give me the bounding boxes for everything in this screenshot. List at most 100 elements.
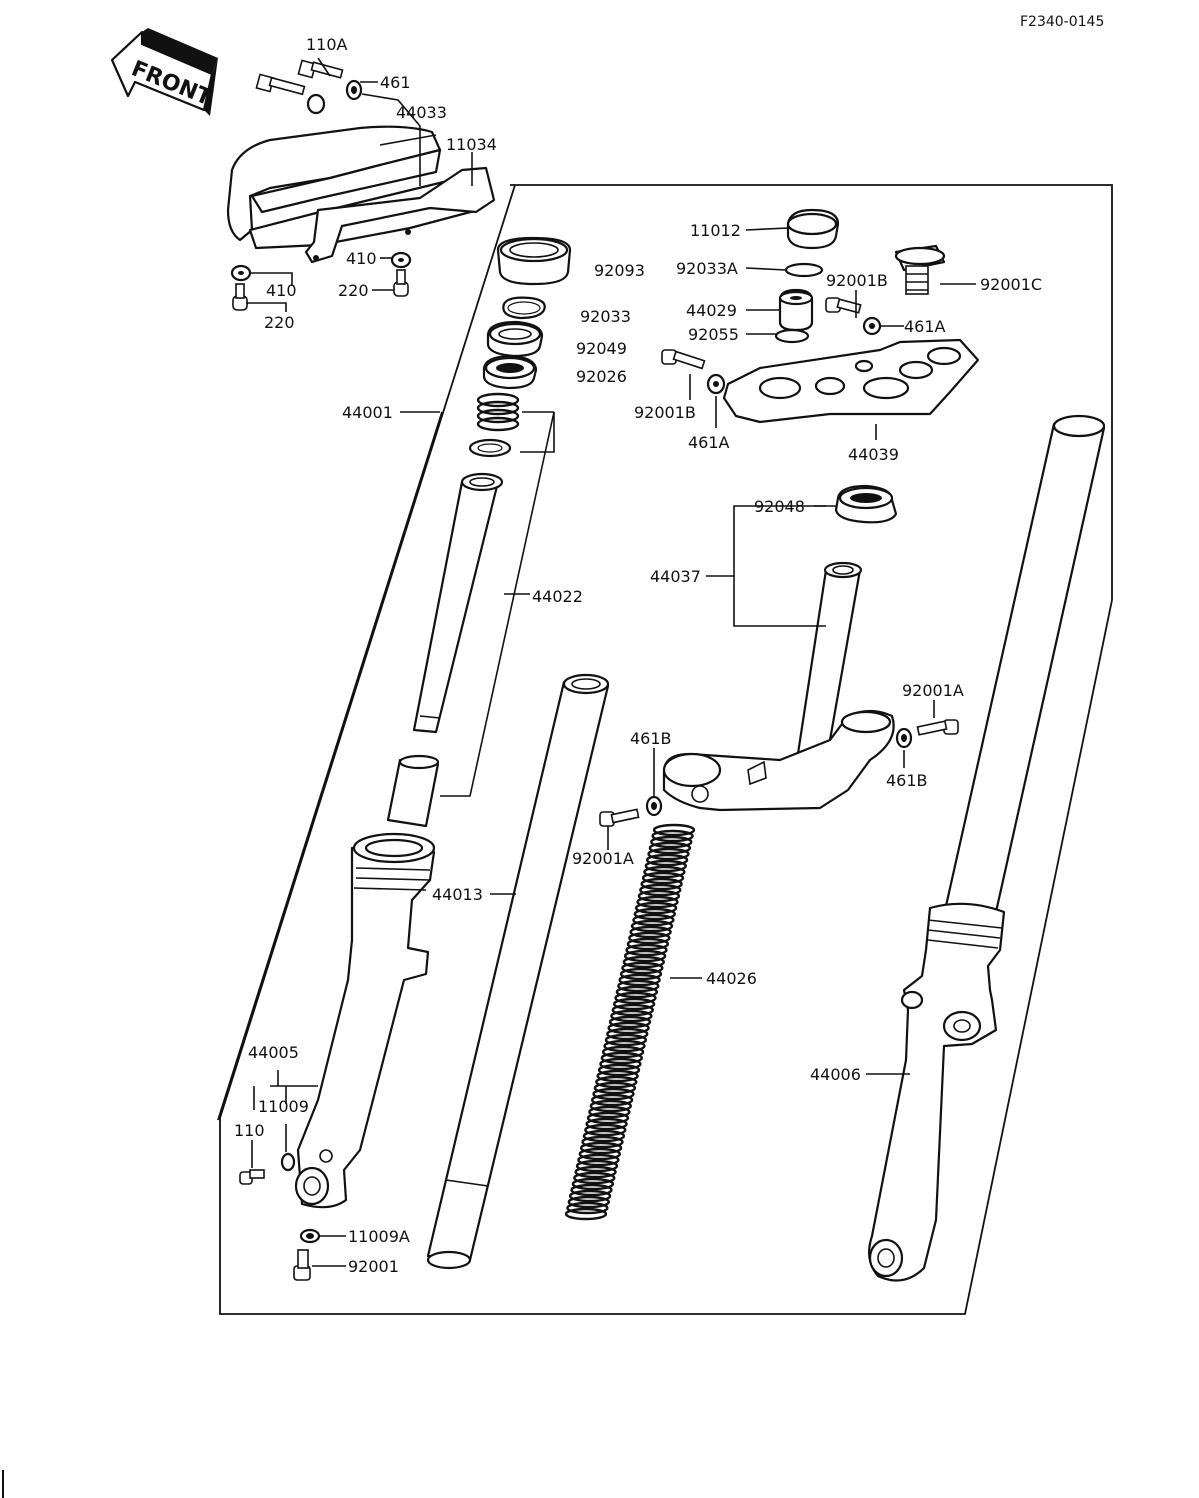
label-92001A-left: 92001A: [572, 849, 634, 868]
o-ring-92033A: [784, 262, 824, 278]
spring-coil: [643, 865, 686, 879]
spring-coil: [566, 1201, 609, 1215]
screw-220-right: [393, 269, 409, 297]
spring-coil: [625, 943, 668, 957]
spring-coil: [645, 853, 689, 867]
label-220-left: 220: [264, 313, 295, 332]
spring-coil: [571, 1177, 615, 1191]
spring-coil: [622, 955, 665, 969]
label-410-left: 410: [266, 281, 297, 300]
label-92055: 92055: [688, 325, 739, 344]
label-44039: 44039: [848, 445, 899, 464]
spring-coil: [595, 1075, 638, 1089]
label-461: 461: [380, 73, 411, 92]
guard-bracket-44033: [226, 125, 496, 264]
gasket-11009: [280, 1152, 296, 1172]
spring-coil: [628, 931, 671, 945]
spring-coil: [639, 883, 682, 897]
label-92033: 92033: [580, 307, 631, 326]
label-410-right: 410: [346, 249, 377, 268]
spring-coil: [570, 1183, 613, 1197]
label-461A-left: 461A: [688, 433, 730, 452]
dust-seal-92093: [496, 236, 572, 286]
spring-coil: [634, 901, 678, 915]
label-92001: 92001: [348, 1257, 399, 1276]
label-110A: 110A: [306, 35, 348, 54]
label-110: 110: [234, 1121, 265, 1140]
spring-coil: [593, 1081, 637, 1095]
bolt-92001A-right: [916, 719, 959, 736]
spring-coil: [596, 1069, 639, 1083]
label-44006: 44006: [810, 1065, 861, 1084]
bolt-92001A-left: [599, 808, 640, 827]
top-bridge-44039: [722, 338, 980, 424]
spring-coil: [648, 841, 692, 855]
label-92001A-right: 92001A: [902, 681, 964, 700]
spring-coil: [632, 913, 675, 927]
bolt-92001: [293, 1249, 311, 1281]
spring-coil: [577, 1153, 620, 1167]
label-461B-right: 461B: [886, 771, 928, 790]
spring-coil: [611, 1003, 654, 1017]
label-11009: 11009: [258, 1097, 309, 1116]
spring-coil: [651, 829, 694, 843]
washer-461B-right: [895, 727, 913, 749]
spring-coil: [607, 1021, 650, 1035]
spring-coil: [623, 949, 667, 963]
spring-coil: [599, 1057, 642, 1071]
spring-coil: [585, 1117, 628, 1131]
bolt-92001B-top: [825, 297, 862, 314]
label-44001: 44001: [342, 403, 393, 422]
label-461A-top: 461A: [904, 317, 946, 336]
spring-coil: [636, 895, 679, 909]
assembly-frame: [219, 184, 1113, 1315]
snap-ring-92033: [502, 296, 546, 320]
label-92001B-left: 92001B: [634, 403, 696, 422]
label-44029: 44029: [686, 301, 737, 320]
outer-tube-44006: [867, 902, 1006, 1282]
fork-spring-44026: [564, 823, 696, 1221]
spring-coil: [640, 877, 683, 891]
inner-tube-44013: [426, 673, 610, 1270]
spring-coil: [584, 1123, 627, 1137]
label-11034: 11034: [446, 135, 497, 154]
spring-coil: [606, 1027, 649, 1041]
spring-coil: [618, 973, 661, 987]
spring-coil: [647, 847, 690, 861]
piston-ring: [468, 438, 512, 458]
spring-coil: [581, 1135, 624, 1149]
dust-seal-92048: [834, 484, 898, 524]
spring-coil: [633, 907, 676, 921]
spring-coil: [617, 979, 660, 993]
spring-coil: [610, 1009, 653, 1023]
bolt-110A: [297, 59, 344, 79]
spring-coil: [641, 871, 685, 885]
spring-short: [476, 392, 520, 432]
label-44037: 44037: [650, 567, 701, 586]
spring-coil: [578, 1147, 621, 1161]
bolt-left-top: [255, 73, 326, 115]
label-461B-left: 461B: [630, 729, 672, 748]
outer-tube-44005: [294, 832, 436, 1209]
label-11012: 11012: [690, 221, 741, 240]
spring-coil: [614, 991, 657, 1005]
spring-coil: [621, 961, 664, 975]
bolt-110: [239, 1169, 265, 1185]
spring-coil: [575, 1159, 619, 1173]
spring-coil: [619, 967, 663, 981]
drawing-code: F2340-0145: [1020, 14, 1104, 30]
label-11009A: 11009A: [348, 1227, 410, 1246]
label-44026: 44026: [706, 969, 757, 988]
label-92033A: 92033A: [676, 259, 738, 278]
label-92001B-top: 92001B: [826, 271, 888, 290]
spring-coil: [612, 997, 656, 1011]
spring-coil: [601, 1045, 645, 1059]
label-44033: 44033: [396, 103, 447, 122]
steering-stem-44037: [662, 561, 895, 812]
washer-461B-left: [645, 795, 663, 817]
spring-coil: [586, 1111, 630, 1125]
label-44005: 44005: [248, 1043, 299, 1062]
spring-coil: [603, 1039, 646, 1053]
